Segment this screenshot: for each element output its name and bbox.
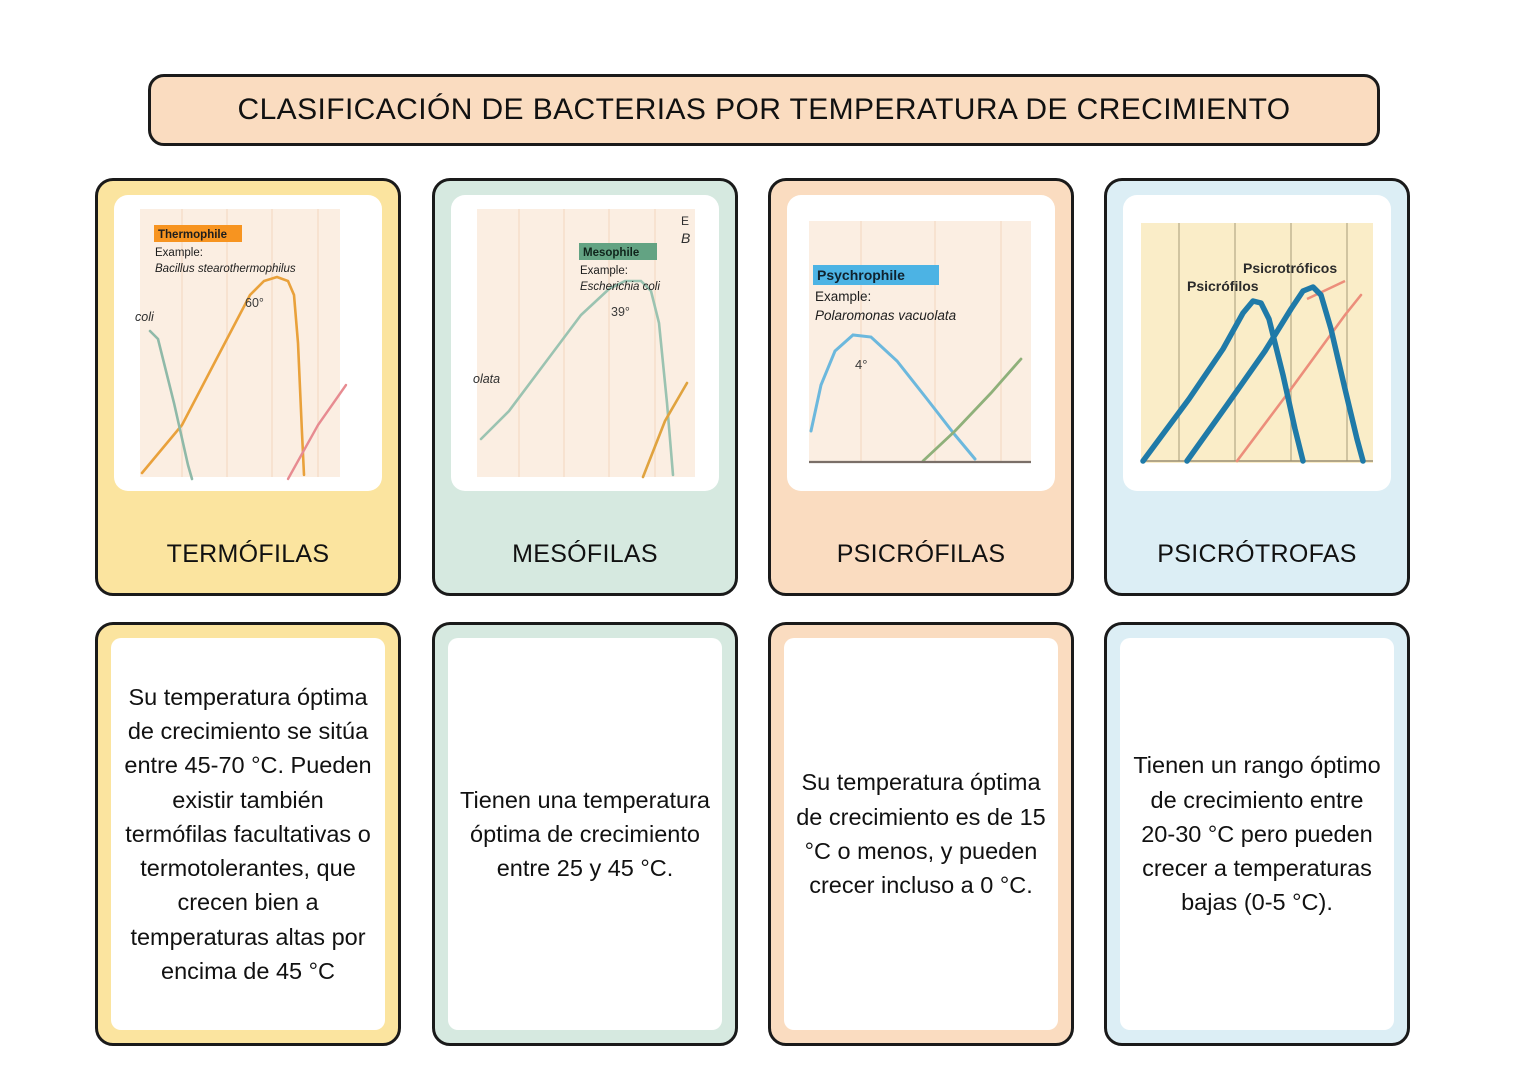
description-card-termofilas: Su temperatura óptima de crecimiento se … [95, 622, 401, 1046]
description-card-mesofilas: Tienen una temperatura óptima de crecimi… [432, 622, 738, 1046]
figure-optimum-label: 39° [611, 305, 630, 319]
figure-frame-mesofilas: Mesophile Example: Escherichia coli 39° … [451, 195, 719, 491]
figure-tag-label: Mesophile [583, 247, 639, 259]
figure-species-label: Polaromonas vacuolata [815, 308, 957, 323]
figure-frame-psicrotrofas: Psicrotróficos Psicrófilos [1123, 195, 1391, 491]
figure-optimum-label: 4° [855, 357, 867, 372]
category-card-termofilas[interactable]: Thermophile Example: Bacillus stearother… [95, 178, 401, 596]
figure-series-label-psicrofilos: Psicrófilos [1187, 278, 1259, 294]
category-card-mesofilas[interactable]: Mesophile Example: Escherichia coli 39° … [432, 178, 738, 596]
figure-frame-psicrofilas: Psychrophile Example: Polaromonas vacuol… [787, 195, 1055, 491]
card-label-psicrotrofas: PSICRÓTROFAS [1157, 540, 1357, 568]
description-cards-row: Su temperatura óptima de crecimiento se … [95, 622, 1415, 1046]
figure-species-label: Bacillus stearothermophilus [155, 263, 296, 275]
figure-example-label: Example: [155, 247, 203, 259]
description-inner-psicrofilas: Su temperatura óptima de crecimiento es … [784, 638, 1058, 1030]
description-inner-mesofilas: Tienen una temperatura óptima de crecimi… [448, 638, 722, 1030]
description-card-psicrotrofas: Tienen un rango óptimo de crecimiento en… [1104, 622, 1410, 1046]
figure-optimum-label: 60° [245, 296, 264, 310]
description-card-psicrofilas: Su temperatura óptima de crecimiento es … [768, 622, 1074, 1046]
card-label-termofilas: TERMÓFILAS [166, 540, 330, 568]
page-title: CLASIFICACIÓN DE BACTERIAS POR TEMPERATU… [237, 93, 1291, 126]
figure-example-label: Example: [580, 265, 628, 277]
category-card-psicrotrofas[interactable]: Psicrotróficos Psicrófilos PSICRÓTROFAS [1104, 178, 1410, 596]
figure-tag-label: Thermophile [158, 229, 227, 241]
category-card-psicrofilas[interactable]: Psychrophile Example: Polaromonas vacuol… [768, 178, 1074, 596]
card-label-mesofilas: MESÓFILAS [512, 540, 658, 568]
description-text-psicrofilas: Su temperatura óptima de crecimiento es … [796, 769, 1046, 899]
growth-curve-chart-psicrotrofas: Psicrotróficos Psicrófilos [1140, 223, 1373, 464]
figure-corner-label-b: B [681, 230, 690, 246]
figure-corner-label-e: E [681, 214, 689, 228]
figure-frame-termofilas: Thermophile Example: Bacillus stearother… [114, 195, 382, 491]
description-inner-termofilas: Su temperatura óptima de crecimiento se … [111, 638, 385, 1030]
growth-curve-chart-psychrophile: Psychrophile Example: Polaromonas vacuol… [809, 221, 1031, 464]
figure-species-label: Escherichia coli [580, 281, 660, 293]
category-cards-row: Thermophile Example: Bacillus stearother… [95, 178, 1415, 596]
description-inner-psicrotrofas: Tienen un rango óptimo de crecimiento en… [1120, 638, 1394, 1030]
page-title-banner: CLASIFICACIÓN DE BACTERIAS POR TEMPERATU… [148, 74, 1380, 146]
figure-partial-label: olata [473, 372, 500, 386]
description-text-mesofilas: Tienen una temperatura óptima de crecimi… [460, 786, 710, 882]
card-label-psicrofilas: PSICRÓFILAS [836, 540, 1006, 568]
figure-series-label-psicrotroficos: Psicrotróficos [1243, 260, 1337, 276]
figure-partial-label: coli [135, 310, 155, 324]
figure-example-label: Example: [815, 289, 871, 304]
growth-curve-chart-mesophile: Mesophile Example: Escherichia coli 39° … [473, 209, 695, 479]
description-text-psicrotrofas: Tienen un rango óptimo de crecimiento en… [1133, 752, 1381, 916]
description-text-termofilas: Su temperatura óptima de crecimiento se … [124, 683, 372, 985]
growth-curve-chart-thermophile: Thermophile Example: Bacillus stearother… [135, 209, 348, 481]
figure-tag-label: Psychrophile [817, 267, 905, 283]
